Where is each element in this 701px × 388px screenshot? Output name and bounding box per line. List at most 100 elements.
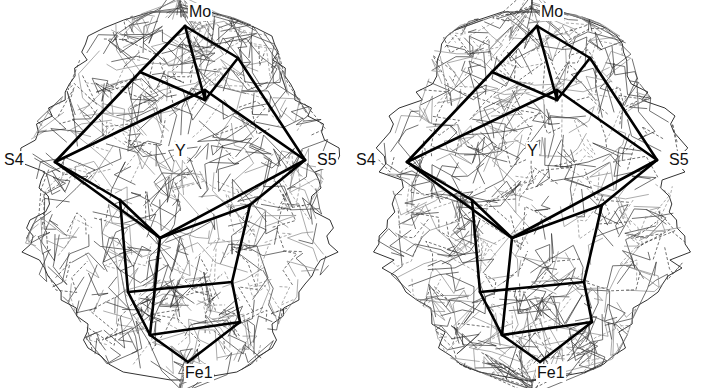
mesh-line — [255, 243, 269, 277]
mesh-line — [435, 268, 460, 293]
mesh-line — [451, 332, 481, 354]
mesh-line — [68, 60, 96, 104]
mesh-line — [473, 137, 485, 183]
mesh-line — [140, 291, 159, 304]
mesh-line — [207, 208, 219, 251]
mesh-line — [86, 333, 100, 341]
cluster-bond — [602, 160, 657, 205]
cluster-bond — [480, 282, 584, 292]
mesh-line — [80, 90, 114, 115]
cluster-bond — [512, 205, 602, 238]
mesh-line — [111, 56, 149, 61]
cluster-bond — [55, 162, 160, 238]
mesh-line — [441, 298, 484, 323]
mesh-line — [85, 331, 120, 364]
mesh-line — [453, 323, 490, 344]
mesh-line — [617, 251, 650, 284]
mesh-line — [536, 133, 586, 157]
mesh-line — [118, 249, 148, 268]
mesh-line — [512, 306, 550, 346]
mesh-line — [53, 252, 70, 287]
mesh-line — [291, 104, 308, 120]
mesh-line — [283, 251, 302, 285]
mesh-line — [146, 192, 153, 225]
mesh-line — [407, 212, 448, 237]
mesh-line — [58, 88, 74, 124]
mesh-line — [187, 256, 219, 299]
mesh-line — [320, 256, 329, 275]
mesh-line — [631, 222, 661, 259]
cluster-bond — [472, 200, 480, 292]
mesh-line — [605, 262, 657, 325]
cluster-bond — [55, 162, 120, 200]
mesh-line — [31, 112, 64, 139]
mesh-line — [272, 45, 300, 105]
cluster-bond — [150, 238, 160, 335]
cluster-bond — [407, 90, 557, 162]
mesh-line — [276, 61, 289, 96]
mesh-line — [103, 238, 133, 272]
mesh-line — [619, 199, 643, 244]
mesh-line — [261, 148, 294, 168]
mesh-line — [535, 196, 551, 211]
mesh-line — [68, 277, 84, 323]
mesh-line — [182, 172, 203, 195]
mesh-line — [217, 336, 257, 358]
mesh-line — [405, 196, 433, 205]
mesh-line — [571, 314, 603, 348]
mesh-line — [542, 300, 595, 369]
mesh-line — [532, 272, 559, 294]
mesh-line — [168, 286, 194, 317]
mesh-line — [104, 317, 125, 348]
mesh-line — [160, 61, 194, 77]
mesh-line — [160, 199, 181, 231]
mesh-line — [438, 336, 462, 353]
mesh-line — [277, 204, 304, 248]
mesh-line — [560, 135, 620, 168]
mesh-line — [478, 220, 489, 271]
mesh-line — [447, 246, 466, 255]
mesh-line — [527, 106, 552, 124]
mesh-line — [408, 272, 458, 286]
mesh-line — [288, 232, 318, 262]
mesh-line — [210, 249, 222, 286]
mesh-line — [267, 308, 281, 330]
atom-label: Fe1 — [184, 364, 214, 382]
mesh-line — [169, 106, 193, 146]
mesh-line — [111, 162, 126, 192]
mesh-line — [452, 134, 505, 183]
mesh-line — [143, 21, 158, 53]
mesh-line — [406, 244, 451, 256]
mesh-line — [578, 211, 594, 239]
mesh-line — [493, 0, 532, 21]
mesh-line — [26, 215, 38, 245]
mesh-line — [379, 157, 395, 172]
cluster-bond — [160, 160, 305, 238]
cluster-bond — [492, 26, 537, 72]
cluster-bond — [502, 322, 592, 335]
atom-label: S5 — [316, 151, 338, 169]
mesh-line — [217, 21, 239, 43]
mesh-line — [482, 26, 503, 67]
mesh-line — [96, 83, 113, 98]
mesh-line — [108, 40, 132, 60]
mesh-line — [204, 305, 226, 334]
mesh-line — [569, 107, 595, 133]
mesh-line — [449, 68, 465, 86]
mesh-line — [231, 123, 253, 183]
cluster-bond — [590, 58, 657, 160]
mesh-line — [195, 143, 209, 159]
cluster-bond — [55, 90, 205, 162]
mesh-line — [39, 169, 49, 249]
mesh-line — [115, 290, 126, 314]
mesh-line — [391, 125, 419, 152]
mesh-line — [526, 94, 545, 129]
mesh-line — [612, 302, 636, 359]
mesh-line — [269, 279, 298, 324]
mesh-line — [535, 245, 551, 275]
mesh-line — [626, 266, 659, 287]
mesh-line — [193, 104, 221, 138]
mesh-line — [612, 317, 630, 336]
mesh-line — [569, 32, 626, 57]
mesh-line — [485, 146, 520, 189]
